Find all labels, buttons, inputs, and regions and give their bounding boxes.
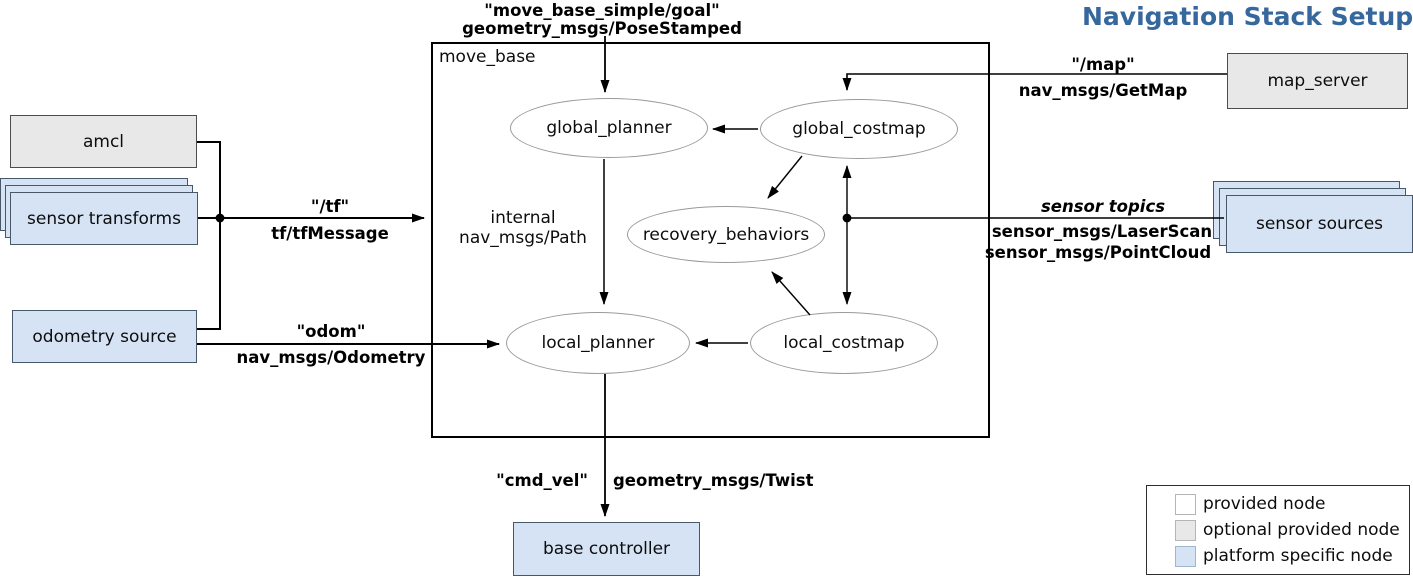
node-sensor-transforms: sensor transforms: [10, 192, 198, 245]
node-local-costmap: local_costmap: [750, 312, 938, 374]
node-map-server: map_server: [1227, 53, 1408, 109]
node-sensor-sources: sensor sources: [1226, 195, 1413, 253]
node-odometry-source: odometry source: [12, 310, 197, 363]
tf-type-label: tf/tfMessage: [271, 224, 389, 243]
node-recovery-behaviors: recovery_behaviors: [627, 206, 825, 263]
optional-node-swatch: [1175, 519, 1196, 541]
node-base-controller: base controller: [513, 522, 700, 576]
map-type-label: nav_msgs/GetMap: [1018, 81, 1188, 100]
node-global-planner: global_planner: [510, 98, 708, 158]
tf-elbow-line: [197, 141, 221, 330]
legend-row-platform: platform specific node: [1175, 545, 1409, 567]
sensor-topics-label: sensor topics: [1040, 197, 1166, 216]
map-topic-label: "/map": [1071, 55, 1135, 74]
node-amcl: amcl: [10, 115, 197, 168]
legend-row-optional: optional provided node: [1175, 519, 1409, 541]
goal-topic-label: "move_base_simple/goal": [484, 1, 720, 20]
legend-label: platform specific node: [1203, 546, 1393, 566]
internal-label-line1: internal: [490, 208, 556, 228]
tf-junction-dot: [215, 213, 225, 223]
cmd-vel-type-label: geometry_msgs/Twist: [613, 471, 814, 490]
node-sensor-sources-stack: sensor sources: [1213, 181, 1413, 255]
platform-node-swatch: [1175, 545, 1196, 567]
tf-topic-label: "/tf": [310, 197, 350, 216]
legend-label: optional provided node: [1203, 520, 1400, 540]
legend-label: provided node: [1203, 494, 1326, 514]
node-global-costmap: global_costmap: [760, 99, 958, 159]
cmd-vel-topic-label: "cmd_vel": [496, 471, 588, 490]
legend: provided node optional provided node pla…: [1146, 485, 1410, 575]
node-local-planner: local_planner: [506, 312, 690, 374]
odom-type-label: nav_msgs/Odometry: [236, 348, 426, 367]
legend-row-provided: provided node: [1175, 493, 1409, 515]
sensor-laserscan-label: sensor_msgs/LaserScan: [991, 222, 1213, 241]
odom-topic-label: "odom": [296, 322, 366, 341]
page-title: Navigation Stack Setup: [1082, 2, 1413, 31]
provided-node-swatch: [1175, 493, 1196, 515]
sensor-pointcloud-label: sensor_msgs/PointCloud: [984, 243, 1212, 262]
goal-type-label: geometry_msgs/PoseStamped: [462, 19, 742, 38]
internal-label-line2: nav_msgs/Path: [459, 228, 587, 248]
node-sensor-transforms-stack: sensor transforms: [0, 178, 200, 246]
move-base-label: move_base: [439, 47, 536, 67]
